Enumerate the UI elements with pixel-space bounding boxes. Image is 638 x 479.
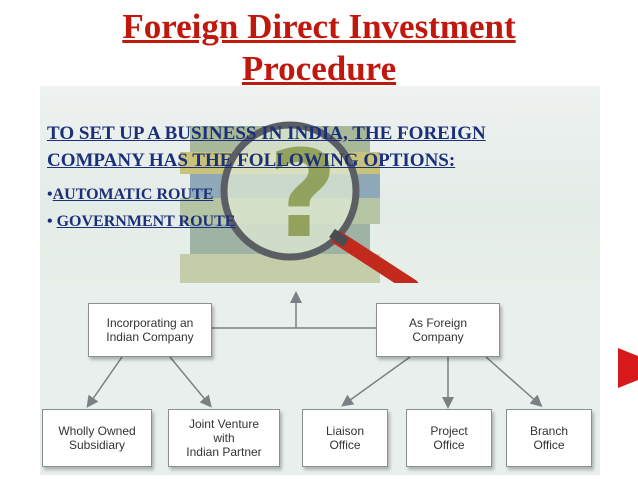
- bullet-label: AUTOMATIC ROUTE: [52, 186, 214, 203]
- books-magnifier-image: ?: [180, 121, 419, 286]
- node-joint-venture: Joint Venture with Indian Partner: [168, 409, 280, 467]
- node-project-office: Project Office: [406, 409, 492, 467]
- title-line-2: Procedure: [241, 49, 397, 88]
- bullet-marker: •: [47, 186, 53, 203]
- connector-lines: [86, 291, 543, 409]
- bullet-automatic-route: •AUTOMATIC ROUTE: [47, 186, 213, 204]
- node-liaison-office: Liaison Office: [302, 409, 388, 467]
- svg-text:?: ?: [268, 126, 338, 265]
- red-pointer-decoration: [618, 348, 638, 388]
- node-wholly-owned-subsidiary: Wholly Owned Subsidiary: [42, 409, 152, 467]
- bullet-marker: •: [47, 213, 57, 230]
- node-as-foreign-company: As Foreign Company: [376, 303, 500, 357]
- bullet-label: GOVERNMENT ROUTE: [56, 213, 236, 230]
- slide-title: Foreign Direct Investment Procedure: [0, 6, 638, 90]
- intro-text: TO SET UP A BUSINESS IN INDIA, THE FOREI…: [47, 120, 607, 174]
- bullet-government-route: • GOVERNMENT ROUTE: [47, 213, 235, 231]
- node-incorporating-indian-company: Incorporating an Indian Company: [88, 303, 212, 357]
- intro-line-1: TO SET UP A BUSINESS IN INDIA, THE FOREI…: [47, 123, 486, 144]
- fdi-options-diagram: Incorporating an Indian Company As Forei…: [40, 283, 600, 475]
- intro-line-2: COMPANY HAS THE FOLLOWING OPTIONS:: [47, 150, 456, 171]
- background-photo: ?: [40, 86, 600, 286]
- node-branch-office: Branch Office: [506, 409, 592, 467]
- title-line-1: Foreign Direct Investment: [122, 7, 516, 46]
